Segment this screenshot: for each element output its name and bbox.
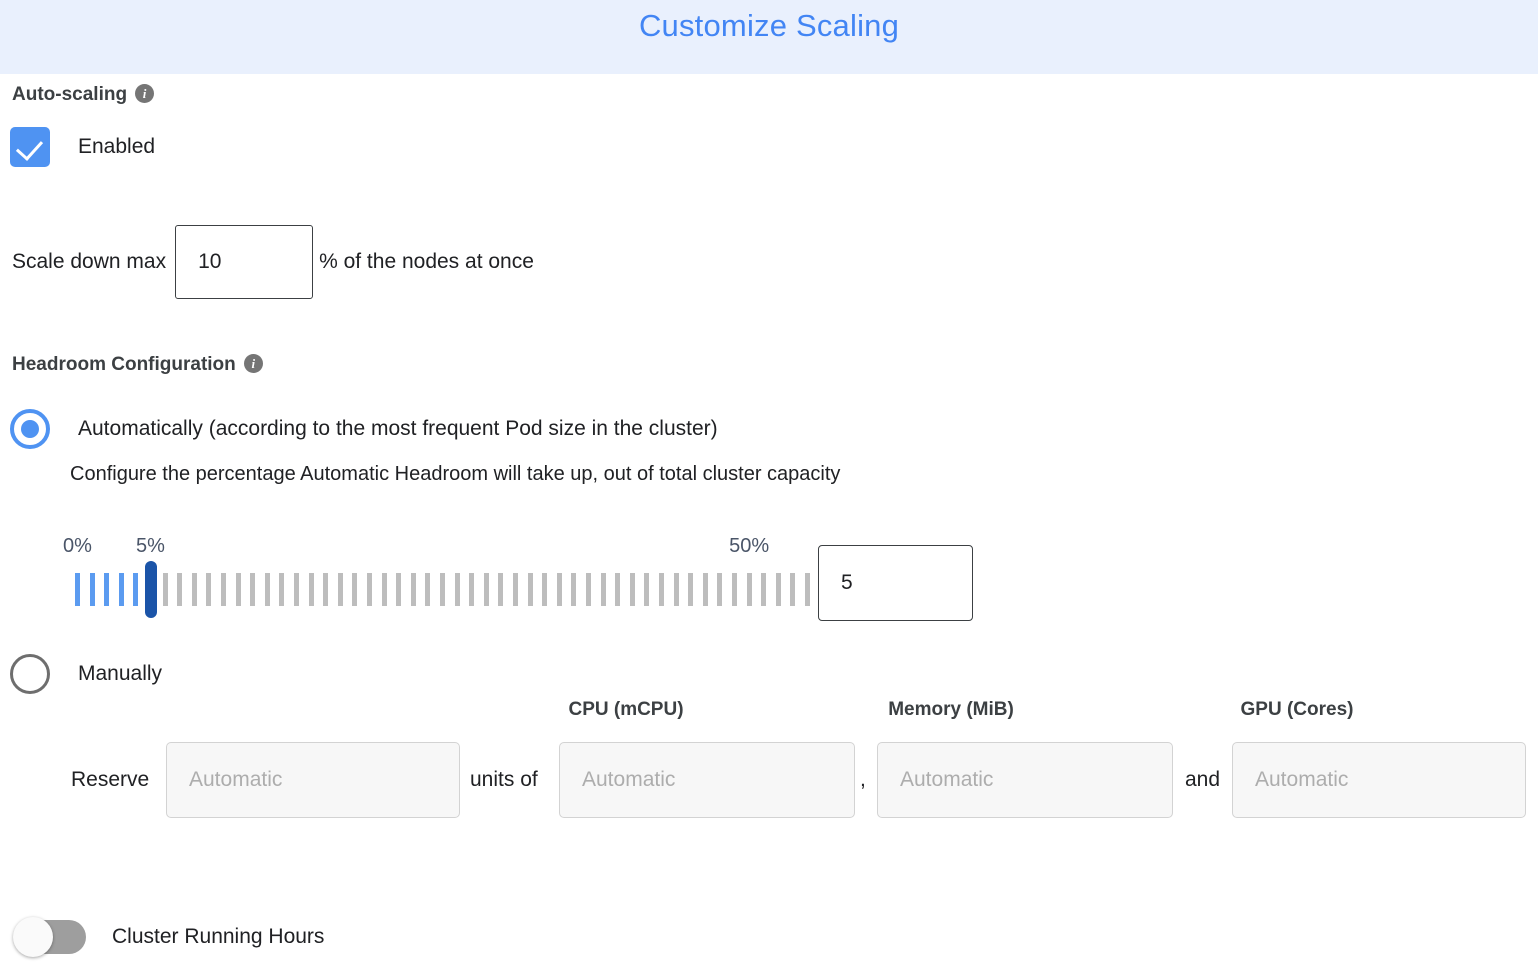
page-title: Customize Scaling <box>638 8 900 43</box>
scale-down-max-row: Scale down max % of the nodes at once <box>12 225 534 299</box>
slider-tick[interactable] <box>732 573 737 606</box>
headroom-section-label: Headroom Configuration i <box>12 354 263 376</box>
slider-tick[interactable] <box>790 573 796 606</box>
reserve-label: Reserve <box>71 768 150 791</box>
slider-min-label: 0% <box>63 535 92 557</box>
slider-tick[interactable] <box>571 573 577 606</box>
column-header-memory: Memory (MiB) <box>888 699 1014 720</box>
slider-tick[interactable] <box>235 573 241 606</box>
slider-tick[interactable] <box>702 573 708 606</box>
scale-down-max-suffix: % of the nodes at once <box>319 250 534 273</box>
slider-tick[interactable] <box>118 573 124 606</box>
slider-tick[interactable] <box>104 573 110 606</box>
slider-tick[interactable] <box>381 573 387 606</box>
and-separator: and <box>1185 768 1221 791</box>
autoscaling-enabled-checkbox[interactable] <box>10 127 50 167</box>
slider-current-label: 5% <box>136 535 165 557</box>
slider-tick[interactable] <box>337 573 343 606</box>
slider-tick[interactable] <box>746 573 752 606</box>
headroom-manual-label: Manually <box>78 662 163 685</box>
slider-tick[interactable] <box>279 573 285 606</box>
info-icon[interactable]: i <box>243 354 263 373</box>
slider-tick[interactable] <box>440 573 445 606</box>
slider-tick[interactable] <box>498 573 504 606</box>
units-of-label: units of <box>470 768 538 791</box>
headroom-automatic-label: Automatically (according to the most fre… <box>78 417 718 440</box>
slider-tick[interactable] <box>527 573 533 606</box>
scale-down-max-input[interactable] <box>175 225 314 299</box>
reserve-gpu-input[interactable] <box>1232 742 1526 818</box>
cluster-running-hours-toggle[interactable] <box>13 917 86 957</box>
slider-tick[interactable] <box>688 573 694 606</box>
slider-thumb[interactable] <box>144 561 157 618</box>
slider-max-label: 50% <box>729 535 770 557</box>
slider-tick[interactable] <box>556 573 562 606</box>
slider-track[interactable] <box>75 561 810 618</box>
autoscaling-enabled-row[interactable]: Enabled <box>10 127 155 167</box>
slider-tick[interactable] <box>600 573 606 606</box>
slider-tick[interactable] <box>162 573 168 606</box>
slider-tick[interactable] <box>191 573 197 606</box>
reserve-memory-input[interactable] <box>877 742 1173 818</box>
headroom-percentage-slider[interactable]: 0% 5% 50% <box>63 535 810 630</box>
slider-tick[interactable] <box>425 573 431 606</box>
reserve-cpu-input[interactable] <box>559 742 855 818</box>
cluster-running-hours-label: Cluster Running Hours <box>112 925 325 948</box>
toggle-knob <box>13 917 53 957</box>
slider-tick[interactable] <box>469 573 475 606</box>
slider-tick[interactable] <box>352 573 358 606</box>
column-header-cpu: CPU (mCPU) <box>568 699 684 720</box>
slider-tick[interactable] <box>542 573 548 606</box>
slider-tick[interactable] <box>629 573 635 606</box>
slider-tick[interactable] <box>177 573 183 606</box>
slider-tick[interactable] <box>308 573 314 606</box>
info-icon[interactable]: i <box>135 84 155 103</box>
slider-tick[interactable] <box>673 573 679 606</box>
reserve-units-input[interactable] <box>166 742 460 818</box>
slider-tick[interactable] <box>89 573 95 606</box>
slider-tick[interactable] <box>396 573 402 606</box>
slider-tick[interactable] <box>805 573 810 606</box>
slider-tick[interactable] <box>513 573 518 606</box>
slider-tick[interactable] <box>323 573 329 606</box>
slider-tick[interactable] <box>659 573 664 606</box>
header-band <box>0 0 1538 74</box>
slider-tick[interactable] <box>206 573 212 606</box>
scale-down-max-label: Scale down max <box>12 250 167 273</box>
cluster-running-hours-row[interactable]: Cluster Running Hours <box>13 917 325 957</box>
headroom-automatic-description: Configure the percentage Automatic Headr… <box>70 463 841 485</box>
slider-tick[interactable] <box>761 573 767 606</box>
slider-tick[interactable] <box>586 573 591 606</box>
slider-tick[interactable] <box>410 573 416 606</box>
slider-tick[interactable] <box>250 573 256 606</box>
headroom-option-automatically[interactable]: Automatically (according to the most fre… <box>10 409 718 449</box>
slider-tick[interactable] <box>717 573 723 606</box>
slider-tick[interactable] <box>294 573 299 606</box>
slider-tick[interactable] <box>454 573 460 606</box>
autoscaling-enabled-label: Enabled <box>78 135 156 158</box>
slider-tick[interactable] <box>133 573 139 606</box>
column-header-gpu: GPU (Cores) <box>1240 699 1354 720</box>
headroom-percentage-input[interactable] <box>818 545 973 621</box>
slider-tick[interactable] <box>644 573 650 606</box>
slider-tick[interactable] <box>367 573 372 606</box>
headroom-option-manually[interactable]: Manually <box>10 654 162 694</box>
comma-separator: , <box>860 768 866 791</box>
slider-tick[interactable] <box>483 573 489 606</box>
slider-tick[interactable] <box>775 573 781 606</box>
autoscaling-section-label: Auto-scaling i <box>12 84 155 106</box>
autoscaling-label-text: Auto-scaling <box>12 84 128 105</box>
slider-tick[interactable] <box>221 573 226 606</box>
slider-tick[interactable] <box>615 573 621 606</box>
headroom-manual-radio[interactable] <box>10 654 50 694</box>
headroom-automatic-radio[interactable] <box>10 409 50 449</box>
slider-tick[interactable] <box>75 573 80 606</box>
slider-tick[interactable] <box>264 573 270 606</box>
headroom-label-text: Headroom Configuration <box>12 354 236 375</box>
